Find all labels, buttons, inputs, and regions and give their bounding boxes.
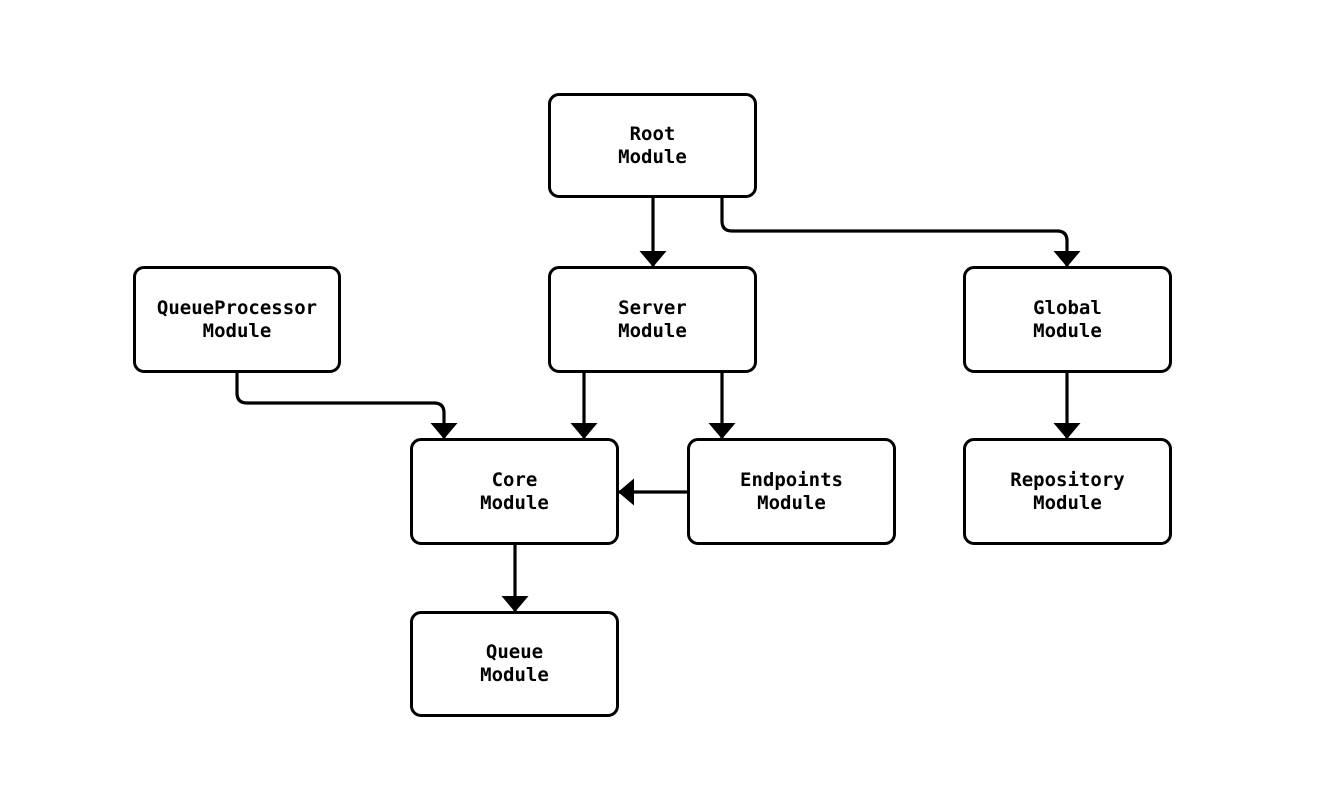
node-label-queue-module: Queue Module (480, 641, 549, 686)
node-queueprocessor-module: QueueProcessor Module (133, 266, 341, 373)
node-label-root-module: Root Module (618, 122, 687, 168)
node-global-module: Global Module (963, 266, 1172, 373)
edge-root-module-to-global-module (720, 198, 1081, 267)
node-root-module: Root Module (548, 93, 757, 198)
node-label-repository-module: Repository Module (1010, 468, 1125, 514)
node-endpoints-module: Endpoints Module (687, 438, 896, 545)
edge-queueprocessor-module-to-core-module (235, 373, 458, 439)
node-label-core-module: Core Module (480, 468, 549, 514)
node-core-module: Core Module (410, 438, 619, 545)
node-server-module: Server Module (548, 266, 757, 373)
node-label-queueprocessor-module: QueueProcessor Module (156, 296, 318, 342)
node-label-global-module: Global Module (1033, 296, 1102, 342)
node-label-endpoints-module: Endpoints Module (740, 468, 843, 514)
node-queue-module: Queue Module (410, 611, 619, 717)
node-repository-module: Repository Module (963, 438, 1172, 545)
node-label-server-module: Server Module (618, 296, 687, 342)
